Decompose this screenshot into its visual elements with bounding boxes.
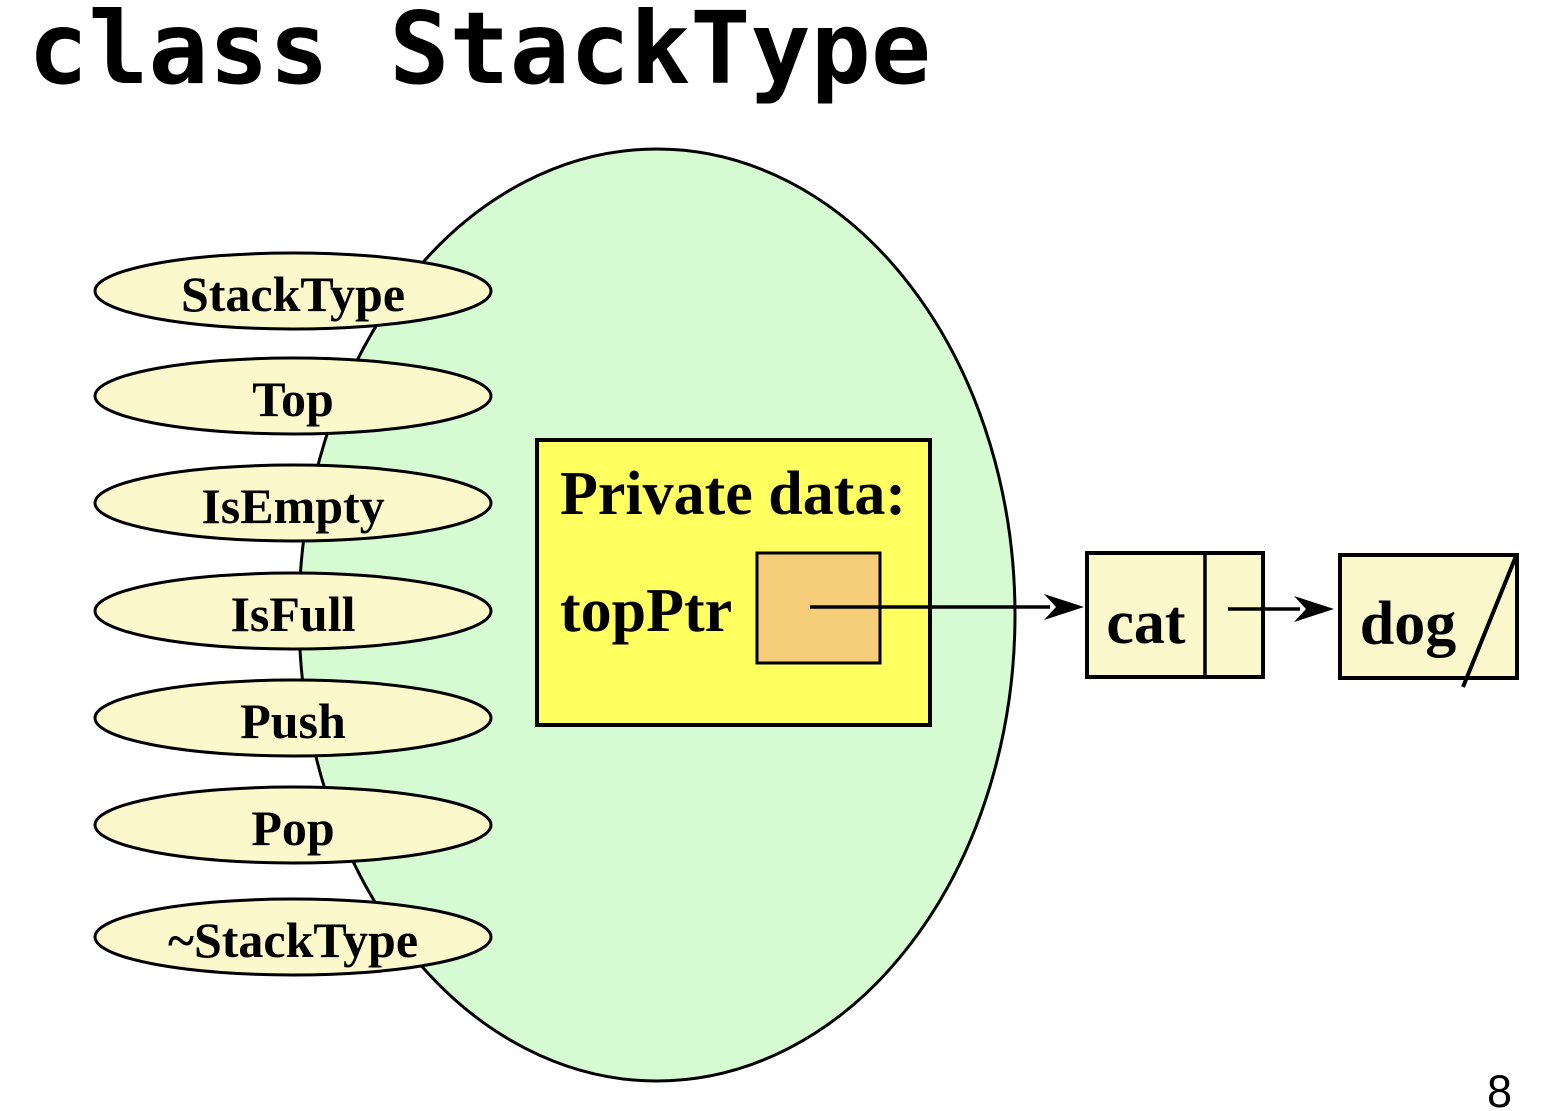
method-oval-top: Top xyxy=(93,356,493,436)
method-oval-isempty: IsEmpty xyxy=(93,463,493,543)
slide-title: class StackType xyxy=(28,0,932,107)
topptr-label: topPtr xyxy=(560,577,732,645)
oval-shape xyxy=(93,678,493,758)
null-slash-icon xyxy=(1461,555,1518,688)
list-node-cat: cat xyxy=(1085,551,1265,679)
arrowhead-icon xyxy=(1044,594,1084,620)
method-label: Top xyxy=(252,371,334,427)
method-oval-stacktype: StackType xyxy=(93,251,493,331)
oval-shape xyxy=(93,356,493,436)
private-data-heading: Private data: xyxy=(560,460,906,528)
list-node-dog: dog xyxy=(1338,553,1519,688)
method-oval-destructor: ~StackType xyxy=(93,897,493,977)
node-rect xyxy=(1338,553,1519,680)
method-label: StackType xyxy=(181,266,405,322)
method-label: IsEmpty xyxy=(201,478,384,534)
node-label: cat xyxy=(1106,589,1186,657)
topptr-arrow xyxy=(810,594,1084,620)
page-number: 8 xyxy=(1487,1066,1513,1111)
node-label: dog xyxy=(1360,590,1456,658)
method-oval-pop: Pop xyxy=(93,785,493,865)
oval-shape xyxy=(93,251,493,331)
method-label: ~StackType xyxy=(168,912,418,968)
arrowhead-icon xyxy=(1294,596,1334,622)
next-pointer-arrow xyxy=(1228,596,1334,622)
method-label: Push xyxy=(240,693,346,749)
method-oval-push: Push xyxy=(93,678,493,758)
private-data-box: Private data: topPtr xyxy=(535,438,932,727)
method-oval-isfull: IsFull xyxy=(93,571,493,651)
node-rect xyxy=(1085,551,1265,679)
oval-shape xyxy=(93,897,493,977)
method-label: Pop xyxy=(251,800,334,856)
oval-shape xyxy=(93,463,493,543)
oval-shape xyxy=(93,785,493,865)
oval-shape xyxy=(93,571,493,651)
method-label: IsFull xyxy=(230,586,355,642)
